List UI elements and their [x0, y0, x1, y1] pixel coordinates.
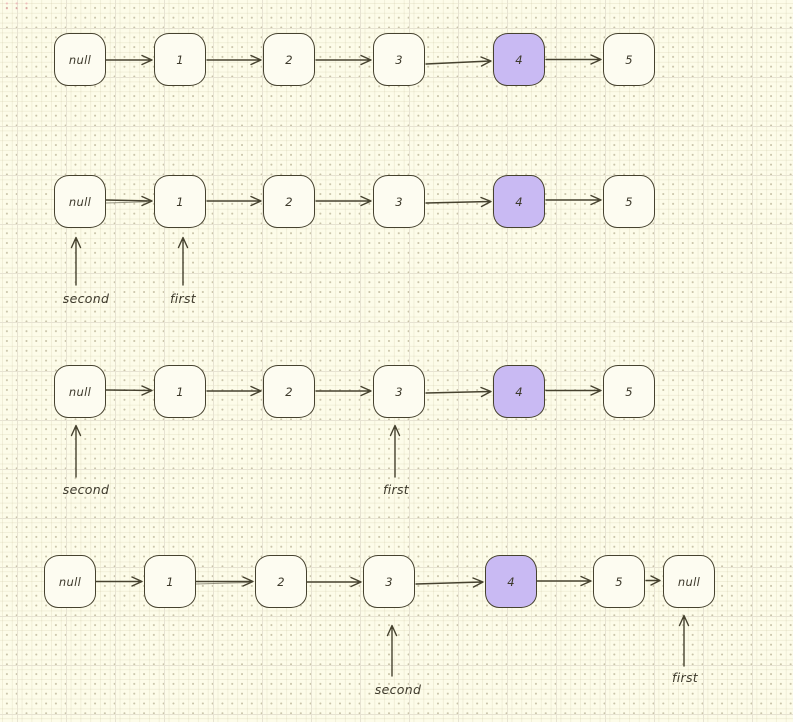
arrow-up-icon[interactable] — [386, 624, 398, 677]
node-5[interactable]: 5 — [603, 175, 655, 228]
arrow-right-icon[interactable] — [105, 385, 153, 396]
arrow-right-icon[interactable] — [545, 385, 602, 396]
pointer-label-second[interactable]: second — [374, 682, 422, 697]
node-null[interactable]: null — [54, 175, 106, 228]
arrow-right-icon[interactable] — [645, 575, 661, 586]
node-5[interactable]: 5 — [603, 365, 655, 418]
arrow-right-icon[interactable] — [206, 195, 262, 207]
arrow-up-icon[interactable] — [70, 424, 82, 478]
arrow-up-icon[interactable] — [177, 236, 189, 286]
node-5[interactable]: 5 — [593, 555, 645, 608]
arrow-right-icon[interactable] — [206, 385, 262, 397]
row2-pointer-arrows — [70, 236, 189, 286]
arrow-up-icon[interactable] — [389, 424, 401, 478]
node-1[interactable]: 1 — [154, 175, 206, 228]
node-2[interactable]: 2 — [255, 555, 307, 608]
arrow-right-icon[interactable] — [535, 575, 592, 587]
node-null[interactable]: null — [54, 365, 106, 418]
arrow-right-icon[interactable] — [415, 577, 484, 588]
pointer-label-first[interactable]: first — [383, 482, 409, 497]
arrow-sketch-stroke — [105, 201, 148, 204]
pointer-label-second[interactable]: second — [62, 482, 110, 497]
node-1[interactable]: 1 — [154, 33, 206, 86]
node-2[interactable]: 2 — [263, 365, 315, 418]
node-4-highlighted[interactable]: 4 — [485, 555, 537, 608]
node-4-highlighted[interactable]: 4 — [493, 33, 545, 86]
node-2[interactable]: 2 — [263, 33, 315, 86]
row4-pointer-arrows — [386, 614, 690, 677]
node-3[interactable]: 3 — [373, 365, 425, 418]
arrow-right-icon[interactable] — [315, 54, 372, 66]
arrow-right-icon[interactable] — [95, 576, 143, 587]
pointer-label-second[interactable]: second — [62, 291, 110, 306]
pointer-label-first[interactable]: first — [672, 670, 698, 685]
arrow-right-icon[interactable] — [105, 195, 153, 207]
node-null-tail[interactable]: null — [663, 555, 715, 608]
node-2[interactable]: 2 — [263, 175, 315, 228]
arrow-right-icon[interactable] — [425, 56, 492, 67]
arrow-right-icon[interactable] — [195, 576, 254, 587]
arrow-right-icon[interactable] — [545, 54, 602, 65]
node-1[interactable]: 1 — [144, 555, 196, 608]
pointer-label-first[interactable]: first — [170, 291, 196, 306]
arrow-right-icon[interactable] — [315, 385, 372, 397]
arrow-right-icon[interactable] — [315, 195, 372, 207]
arrow-right-icon[interactable] — [425, 386, 492, 398]
node-3[interactable]: 3 — [373, 175, 425, 228]
node-5[interactable]: 5 — [603, 33, 655, 86]
node-null[interactable]: null — [44, 555, 96, 608]
arrow-up-icon[interactable] — [70, 236, 82, 286]
node-null[interactable]: null — [54, 33, 106, 86]
arrow-up-icon[interactable] — [678, 614, 690, 667]
node-3[interactable]: 3 — [373, 33, 425, 86]
arrow-right-icon[interactable] — [425, 196, 492, 208]
stray-pink-mark — [2, 1, 30, 12]
arrow-right-icon[interactable] — [206, 54, 262, 66]
node-4-highlighted[interactable]: 4 — [493, 365, 545, 418]
arrow-right-icon[interactable] — [306, 576, 362, 588]
arrow-right-icon[interactable] — [105, 54, 153, 66]
arrow-right-icon[interactable] — [545, 194, 602, 206]
row3-pointer-arrows — [70, 424, 401, 478]
node-4-highlighted[interactable]: 4 — [493, 175, 545, 228]
arrow-sketch-stroke — [195, 582, 250, 585]
node-1[interactable]: 1 — [154, 365, 206, 418]
node-3[interactable]: 3 — [363, 555, 415, 608]
